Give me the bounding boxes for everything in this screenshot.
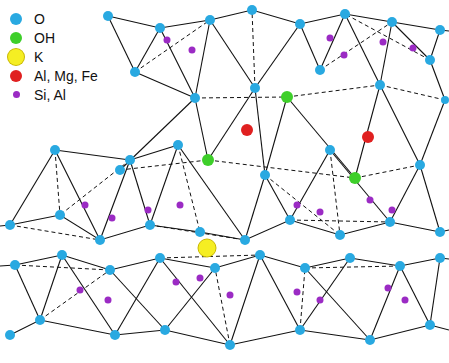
legend-label: OH	[32, 30, 57, 46]
legend-label: K	[32, 49, 45, 65]
legend-swatch	[10, 70, 22, 82]
legend-label: Si, Al	[32, 87, 68, 103]
legend: O OH K Al, Mg, Fe Si, Al	[8, 9, 100, 104]
legend-row: OH	[8, 28, 100, 47]
legend-swatch	[13, 91, 20, 98]
legend-swatch	[8, 49, 24, 65]
legend-row: O	[8, 9, 100, 28]
legend-row: K	[8, 47, 100, 66]
legend-row: Si, Al	[8, 85, 100, 104]
legend-label: O	[32, 11, 47, 27]
legend-row: Al, Mg, Fe	[8, 66, 100, 85]
legend-label: Al, Mg, Fe	[32, 68, 100, 84]
legend-swatch	[10, 32, 22, 44]
legend-swatch	[10, 13, 22, 25]
